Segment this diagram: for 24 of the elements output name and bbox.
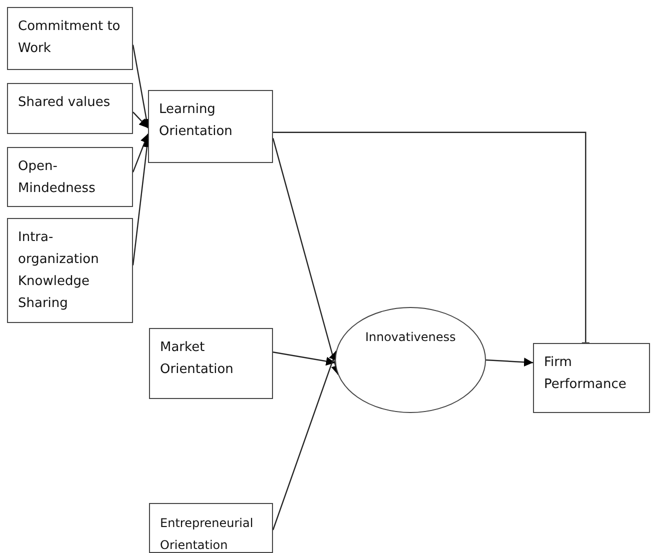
arrow: [486, 358, 534, 367]
node-label: Firm Performance: [544, 354, 628, 394]
node-label: Shared values: [18, 94, 112, 112]
concept-box: [7, 147, 133, 207]
arrow: [132, 134, 149, 172]
concept-ellipse: [335, 307, 486, 413]
concept-box: [7, 7, 133, 70]
arrow: [132, 112, 148, 128]
node-label: Entrepreneurial Orientation: [160, 515, 254, 553]
arrow: [272, 350, 338, 530]
concept-box: [148, 90, 273, 163]
concept-box: [149, 328, 273, 399]
concept-box: [7, 218, 133, 323]
concept-box: [533, 343, 650, 413]
concept-box: [7, 83, 133, 134]
node-label: Open-Mindedness: [18, 158, 96, 198]
node-label: Market Orientation: [160, 339, 234, 379]
node-label: Commitment to Work: [18, 18, 122, 58]
node-label: Learning Orientation: [159, 101, 234, 141]
node-label: Innovativeness: [364, 329, 457, 345]
arrow: [272, 352, 336, 366]
arrow: [272, 138, 340, 375]
node-label: Intra-organization Knowledge Sharing: [18, 229, 100, 313]
concept-box: [149, 503, 273, 553]
